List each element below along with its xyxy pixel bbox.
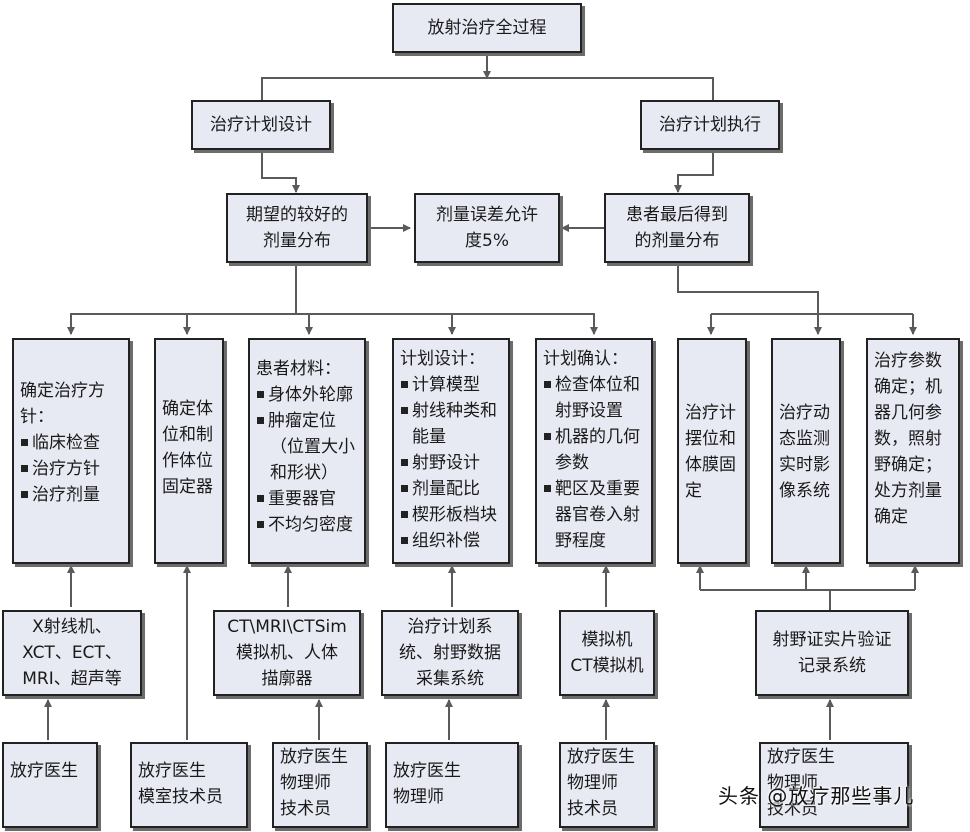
- equipment-box-5: 模拟机 CT模拟机: [559, 610, 655, 696]
- plan-confirm-title: 计划确认：: [543, 349, 628, 369]
- equipment-label-3: CT\MRI\CTSim 模拟机、人体 描廓器: [227, 617, 347, 689]
- verify-system-box: 射野证实片验证 记录系统: [755, 610, 909, 696]
- material-item: 身体外轮廓: [256, 382, 358, 408]
- treatment-execution-label: 治疗计划执行: [659, 115, 761, 135]
- policy-item: 临床检查: [20, 430, 122, 456]
- plan-item: 射线种类和 能量: [400, 398, 502, 450]
- equipment-box-1: X射线机、 XCT、ECT、 MRI、超声等: [2, 610, 142, 696]
- plan-design-title: 计划设计：: [400, 349, 485, 369]
- plan-design-list: 计算模型 射线种类和 能量 射野设计 剂量配比 楔形板档块 组织补偿: [400, 372, 502, 554]
- treatment-policy-list: 临床检查 治疗方针 治疗剂量: [20, 430, 122, 508]
- equipment-label-1: X射线机、 XCT、ECT、 MRI、超声等: [22, 617, 122, 689]
- staff-label-verify: 放疗医生 物理师 技术员: [767, 747, 835, 819]
- expected-dose-box: 期望的较好的 剂量分布: [226, 193, 368, 263]
- equipment-box-4: 治疗计划系 统、射野数据 采集系统: [381, 610, 519, 696]
- tumor-note: （位置大小 和形状）: [270, 437, 355, 483]
- material-item: 重要器官: [256, 486, 358, 512]
- setup-label: 治疗计 摆位和 体膜固 定: [685, 403, 736, 501]
- confirm-item: 靶区及重要 器官卷入射 野程度: [543, 476, 645, 554]
- plan-design-box: 计划设计： 计算模型 射线种类和 能量 射野设计 剂量配比 楔形板档块 组织补偿: [392, 338, 510, 564]
- confirm-item: 检查体位和 射野设置: [543, 372, 645, 424]
- monitoring-box: 治疗动 态监测 实时影 像系统: [771, 338, 841, 564]
- treatment-policy-box: 确定治疗方 针： 临床检查 治疗方针 治疗剂量: [12, 338, 130, 564]
- staff-box-2: 放疗医生 模室技术员: [130, 742, 248, 828]
- policy-item: 治疗剂量: [20, 482, 122, 508]
- staff-box-1: 放疗医生: [2, 742, 98, 828]
- staff-label-1: 放疗医生: [10, 761, 78, 781]
- patient-material-title: 患者材料：: [256, 359, 341, 379]
- positioning-label: 确定体 位和制 作体位 固定器: [162, 399, 213, 497]
- staff-label-3: 放疗医生 物理师 技术员: [280, 747, 348, 819]
- received-dose-box: 患者最后得到 的剂量分布: [604, 193, 750, 263]
- plan-item: 射野设计: [400, 450, 502, 476]
- plan-item: 剂量配比: [400, 476, 502, 502]
- plan-item: 楔形板档块: [400, 502, 502, 528]
- treatment-policy-title: 确定治疗方 针：: [20, 381, 105, 427]
- staff-label-5: 放疗医生 物理师 技术员: [567, 747, 635, 819]
- material-item: 不均匀密度: [256, 512, 358, 538]
- plan-confirm-box: 计划确认： 检查体位和 射野设置 机器的几何 参数 靶区及重要 器官卷入射 野程…: [535, 338, 653, 564]
- staff-box-4: 放疗医生 物理师: [385, 742, 519, 828]
- staff-box-3: 放疗医生 物理师 技术员: [272, 742, 368, 828]
- staff-label-2: 放疗医生 模室技术员: [138, 761, 223, 807]
- root-label: 放射治疗全过程: [427, 18, 547, 38]
- treatment-design-box: 治疗计划设计: [191, 100, 331, 150]
- received-dose-label: 患者最后得到 的剂量分布: [626, 205, 728, 251]
- setup-box: 治疗计 摆位和 体膜固 定: [677, 338, 747, 564]
- patient-material-list: 身体外轮廓 肿瘤定位: [256, 382, 358, 434]
- policy-item: 治疗方针: [20, 456, 122, 482]
- patient-material-box: 患者材料： 身体外轮廓 肿瘤定位 （位置大小 和形状） 重要器官 不均匀密度: [248, 338, 366, 564]
- staff-label-4: 放疗医生 物理师: [393, 761, 461, 807]
- watermark-text: 头条 @放疗那些事儿: [718, 784, 915, 808]
- equipment-label-4: 治疗计划系 统、射野数据 采集系统: [399, 617, 501, 689]
- confirm-item: 机器的几何 参数: [543, 424, 645, 476]
- verify-system-label: 射野证实片验证 记录系统: [772, 630, 892, 676]
- monitoring-label: 治疗动 态监测 实时影 像系统: [779, 403, 830, 501]
- plan-confirm-list: 检查体位和 射野设置 机器的几何 参数 靶区及重要 器官卷入射 野程度: [543, 372, 645, 554]
- positioning-box: 确定体 位和制 作体位 固定器: [154, 338, 224, 564]
- treatment-execution-box: 治疗计划执行: [640, 100, 780, 150]
- equipment-box-3: CT\MRI\CTSim 模拟机、人体 描廓器: [213, 610, 361, 696]
- plan-item: 计算模型: [400, 372, 502, 398]
- patient-material-list-cont: 重要器官 不均匀密度: [256, 486, 358, 538]
- staff-box-verify: 放疗医生 物理师 技术员: [759, 742, 909, 828]
- root-box: 放射治疗全过程: [392, 3, 582, 53]
- material-item: 肿瘤定位: [256, 408, 358, 434]
- expected-dose-label: 期望的较好的 剂量分布: [246, 205, 348, 251]
- dose-tolerance-label: 剂量误差允许 度5%: [436, 205, 538, 251]
- plan-item: 组织补偿: [400, 528, 502, 554]
- treatment-design-label: 治疗计划设计: [210, 115, 312, 135]
- parameters-box: 治疗参数 确定；机 器几何参 数，照射 野确定； 处方剂量 确定: [866, 338, 960, 564]
- staff-box-5: 放疗医生 物理师 技术员: [559, 742, 655, 828]
- parameters-label: 治疗参数 确定；机 器几何参 数，照射 野确定； 处方剂量 确定: [874, 351, 942, 527]
- dose-tolerance-box: 剂量误差允许 度5%: [414, 193, 560, 263]
- equipment-label-5: 模拟机 CT模拟机: [570, 630, 644, 676]
